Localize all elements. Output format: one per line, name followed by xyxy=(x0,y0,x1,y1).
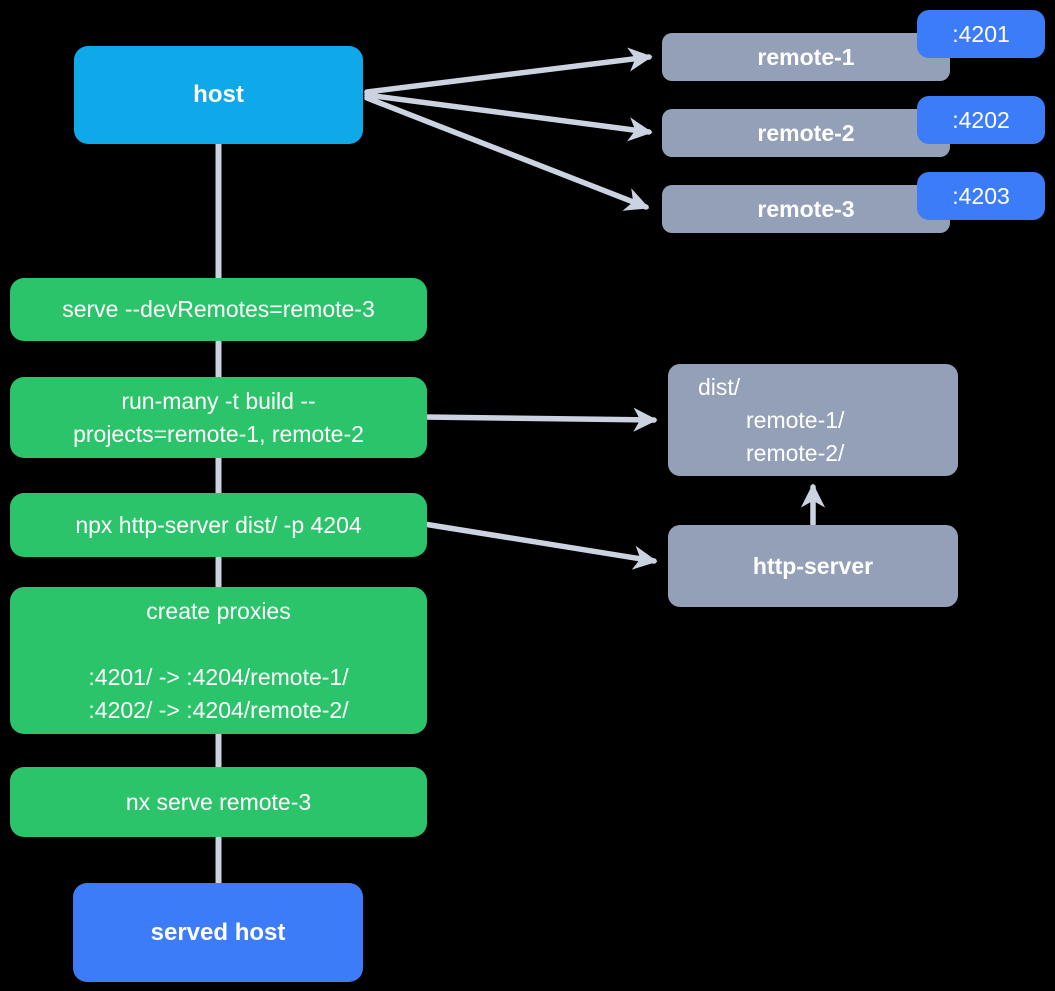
remote-3-node: remote-3 xyxy=(662,185,950,233)
port-badge-4203-label: :4203 xyxy=(952,182,1010,209)
served-host-node: served host xyxy=(73,883,363,982)
dist-folder-node: dist/ remote-1/ remote-2/ xyxy=(668,364,958,476)
connector-host-remote-2 xyxy=(364,92,653,142)
step-npx-http-server: npx http-server dist/ -p 4204 xyxy=(10,493,427,557)
port-badge-4202: :4202 xyxy=(917,96,1045,144)
port-badge-4202-label: :4202 xyxy=(952,106,1010,133)
step-run-many-build-line-2: projects=remote-1, remote-2 xyxy=(73,420,364,447)
port-badge-4203: :4203 xyxy=(917,172,1045,220)
step-run-many-build: run-many -t build -- projects=remote-1, … xyxy=(10,377,427,458)
step-create-proxies: create proxies :4201/ -> :4204/remote-1/… xyxy=(10,587,427,734)
dist-folder-remote-1: remote-1/ xyxy=(746,406,845,433)
step-create-proxies-map-2: :4202/ -> :4204/remote-2/ xyxy=(88,696,349,723)
host-label: host xyxy=(193,81,244,108)
connector-host-remote-1 xyxy=(364,47,653,95)
port-badge-4201-label: :4201 xyxy=(952,20,1010,47)
host-node: host xyxy=(74,46,363,144)
port-badge-4201: :4201 xyxy=(917,10,1045,58)
step-nx-serve-remote-3-text: nx serve remote-3 xyxy=(125,788,312,815)
http-server-label: http-server xyxy=(752,552,874,579)
step-create-proxies-title: create proxies xyxy=(146,597,291,624)
remote-3-label: remote-3 xyxy=(757,195,855,222)
step-serve-devremotes-text: serve --devRemotes=remote-3 xyxy=(62,296,375,322)
step-npx-http-server-text: npx http-server dist/ -p 4204 xyxy=(75,511,362,538)
connector-runmany-dist xyxy=(421,407,658,432)
dist-folder-root: dist/ xyxy=(698,373,741,400)
step-run-many-build-line-1: run-many -t build -- xyxy=(121,387,316,414)
connector-npx-httpserver xyxy=(421,521,658,570)
http-server-node: http-server xyxy=(668,525,958,607)
step-create-proxies-map-1: :4201/ -> :4204/remote-1/ xyxy=(88,663,349,690)
dist-folder-remote-2: remote-2/ xyxy=(746,439,845,466)
remote-2-node: remote-2 xyxy=(662,109,950,157)
step-serve-devremotes: serve --devRemotes=remote-3 xyxy=(10,278,427,341)
connector-host-remote-3 xyxy=(364,95,650,211)
served-host-label: served host xyxy=(150,918,286,946)
remote-2-label: remote-2 xyxy=(757,119,855,146)
remote-1-node: remote-1 xyxy=(662,33,950,81)
step-nx-serve-remote-3: nx serve remote-3 xyxy=(10,767,427,837)
remote-1-label: remote-1 xyxy=(757,43,855,70)
